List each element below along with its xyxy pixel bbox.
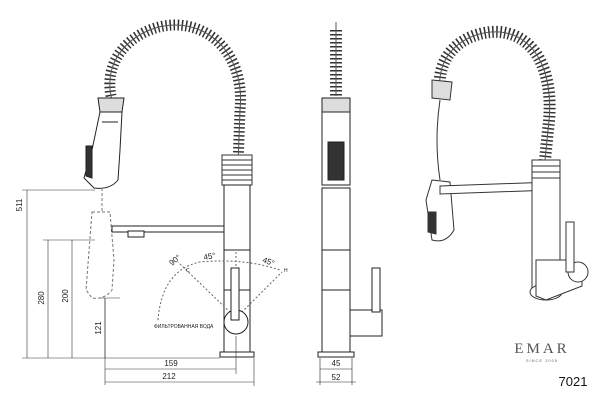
side-dimension-lines <box>316 358 356 385</box>
angle-middle-label: 45° <box>203 251 216 262</box>
brand-tagline: SINCE 2005 <box>526 358 558 363</box>
dim-reach-axis: 159 <box>164 359 178 368</box>
dim-body-height: 121 <box>94 321 103 335</box>
mark-hot: H <box>284 268 288 274</box>
brand-logo: EMAR <box>514 341 569 357</box>
filtered-water-label: ФИЛЬТРОВАННАЯ ВОДА <box>154 324 214 330</box>
side-spray-head <box>321 97 351 186</box>
dim-aerator-height: 200 <box>61 289 70 303</box>
dim-base-diameter: 45 <box>332 359 341 368</box>
perspective-spring <box>433 25 556 161</box>
dim-spout-height: 280 <box>37 291 46 305</box>
holder-bar <box>111 225 227 238</box>
front-dimension-lines <box>22 189 255 386</box>
dim-total-height: 511 <box>15 198 24 211</box>
front-dimension-text: 511 280 200 121 159 212 90° 45° 45° C H … <box>15 198 288 381</box>
perspective-hose-head <box>425 79 455 242</box>
angle-right-label: 45° <box>261 255 275 268</box>
perspective-body <box>529 159 589 301</box>
front-view <box>83 19 283 358</box>
angle-left-label: 90° <box>168 253 183 268</box>
mark-cold: C <box>186 268 190 274</box>
perspective-view <box>425 25 589 301</box>
front-spring <box>104 19 247 166</box>
spray-head-dashed <box>85 188 115 299</box>
brand-block: EMAR SINCE 2005 <box>514 341 569 363</box>
dim-body-diameter: 52 <box>332 373 341 382</box>
lever-angle-diagram <box>157 252 283 335</box>
side-body <box>317 187 383 358</box>
dim-reach-total: 212 <box>162 372 176 381</box>
spray-head <box>83 97 125 189</box>
model-number: 7021 <box>559 374 588 389</box>
side-view <box>316 22 383 385</box>
